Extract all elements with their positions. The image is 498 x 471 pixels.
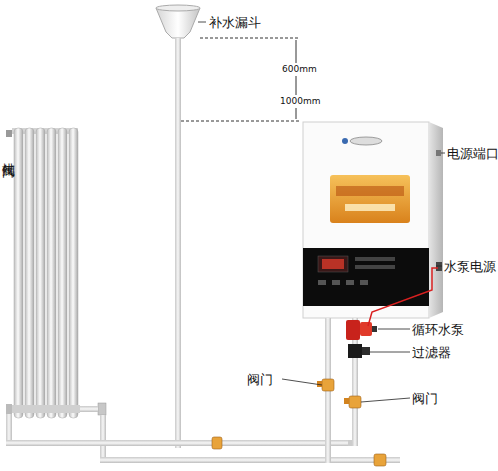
dimension-lines bbox=[181, 38, 300, 121]
dimension-label: 1000mm bbox=[280, 96, 320, 107]
radiator-pipe bbox=[100, 415, 106, 463]
pump-cable bbox=[368, 268, 438, 326]
valve bbox=[344, 396, 361, 408]
part-label: 过滤器 bbox=[412, 345, 451, 360]
part-label: 补水漏斗 bbox=[209, 15, 261, 30]
part-label: 循环水泵 bbox=[412, 322, 464, 337]
part-label: 排气阀 bbox=[1, 152, 16, 155]
valve bbox=[374, 454, 386, 466]
valve bbox=[212, 437, 222, 449]
electric-boiler bbox=[303, 122, 443, 318]
return-pipe bbox=[6, 440, 354, 446]
supply-pipe bbox=[100, 457, 400, 463]
part-label: 阀门 bbox=[247, 372, 273, 387]
funnel-pipe bbox=[175, 38, 181, 448]
circulation-pump bbox=[346, 320, 377, 340]
leader-lines bbox=[198, 22, 445, 402]
part-label: 水泵电源 bbox=[444, 259, 496, 274]
refill-funnel bbox=[156, 5, 200, 38]
part-label: 电源端口 bbox=[447, 146, 498, 161]
part-label: 阀门 bbox=[412, 391, 438, 406]
dimension-label: 600mm bbox=[282, 64, 317, 75]
radiator bbox=[6, 128, 106, 418]
filter bbox=[348, 344, 370, 358]
